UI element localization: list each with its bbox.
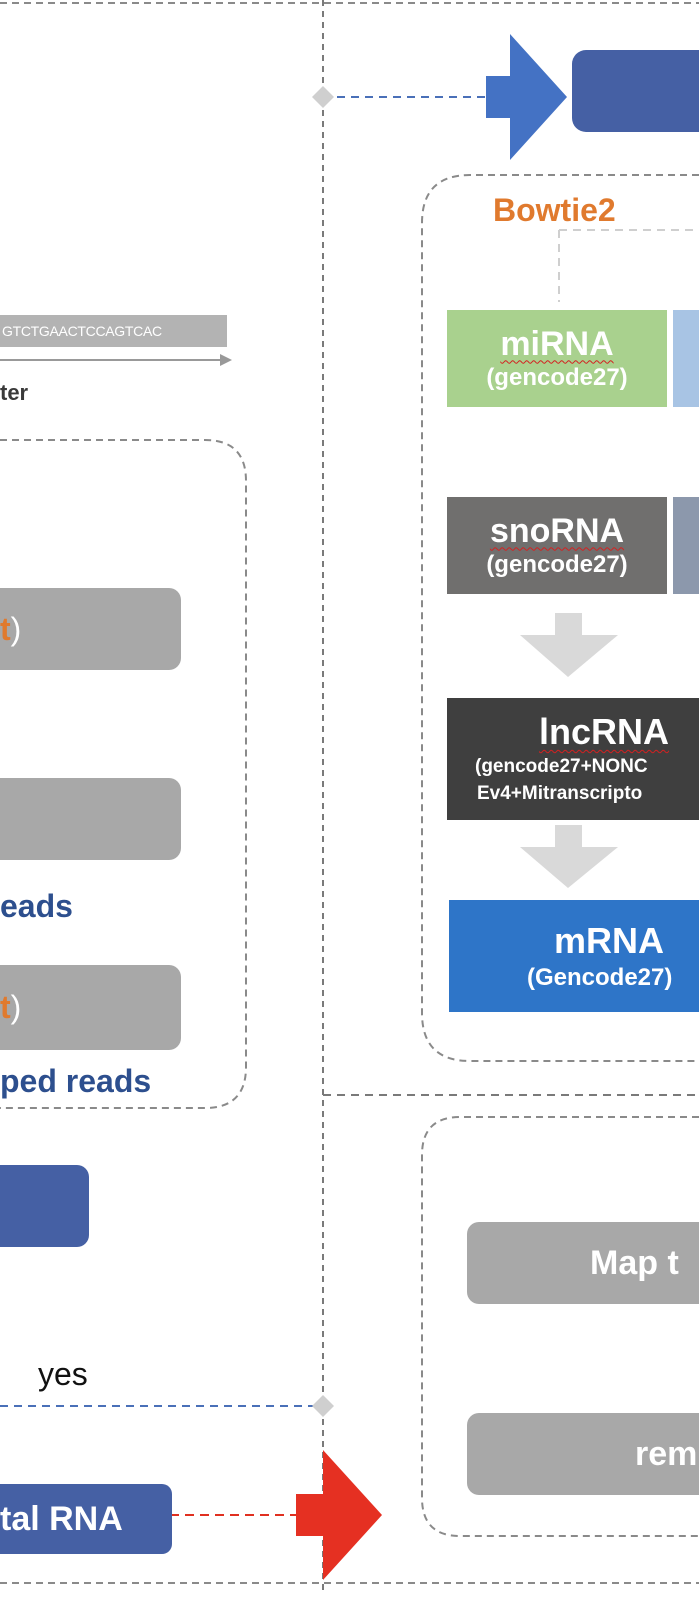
red-arrow <box>296 1450 382 1580</box>
yes-diamond <box>312 1395 334 1417</box>
mirna-box: miRNA (gencode27) <box>447 310 667 407</box>
snorna-name: snoRNA <box>489 511 625 550</box>
left-group-frame <box>0 439 247 1109</box>
reads-label-2: ped reads <box>0 1063 152 1099</box>
left-box-1-close: ) <box>10 610 22 647</box>
right-group-frame-2 <box>421 1116 699 1537</box>
top-diamond <box>312 86 334 108</box>
left-box-1-suffix: t <box>0 610 11 647</box>
down-arrow-1 <box>520 613 618 677</box>
mrna-name: mRNA <box>554 920 665 961</box>
left-box-3: t) <box>0 965 181 1050</box>
mirna-next-box <box>673 310 699 407</box>
top-blue-arrow <box>486 34 567 160</box>
bowtie2-label: Bowtie2 <box>493 192 616 228</box>
lncrna-name: lncRNA <box>539 711 670 752</box>
right-group-frame-1 <box>421 174 699 1062</box>
lncrna-box: lncRNA (gencode27+NONC Ev4+Mitranscripto <box>447 698 699 820</box>
top-navy-box <box>572 50 699 132</box>
map-to-box: Map t <box>467 1222 699 1304</box>
snorna-box: snoRNA (gencode27) <box>447 497 667 594</box>
rem-box: rem <box>467 1413 699 1495</box>
adapter-label: ter <box>0 380 29 405</box>
mirna-source: (gencode27) <box>486 363 628 391</box>
left-box-3-close: ) <box>10 989 22 1025</box>
down-arrow-2 <box>520 825 618 888</box>
left-box-3-suffix: t <box>0 989 11 1025</box>
left-navy-box <box>0 1165 89 1247</box>
total-rna-label: tal RNA <box>0 1499 123 1538</box>
yes-label: yes <box>38 1356 88 1392</box>
map-to-label: Map t <box>590 1243 679 1282</box>
adapter-arrow-head <box>220 354 232 366</box>
mirna-name: miRNA <box>500 324 614 363</box>
left-box-1: t) <box>0 588 181 670</box>
lncrna-source-line2: Ev4+Mitranscripto <box>477 783 643 804</box>
snorna-next-box <box>673 497 699 594</box>
left-box-2 <box>0 778 181 860</box>
mrna-box: mRNA (Gencode27) <box>449 900 699 1012</box>
reads-label-1: eads <box>0 888 73 924</box>
adapter-sequence-bar <box>0 315 227 347</box>
snorna-source: (gencode27) <box>486 550 628 578</box>
rem-label: rem <box>635 1434 698 1473</box>
lncrna-source-line1: (gencode27+NONC <box>475 756 648 777</box>
total-rna-box: tal RNA <box>0 1484 172 1554</box>
adapter-sequence-text: GTCTGAACTCCAGTCAC <box>2 323 162 339</box>
mrna-source: (Gencode27) <box>527 964 673 991</box>
